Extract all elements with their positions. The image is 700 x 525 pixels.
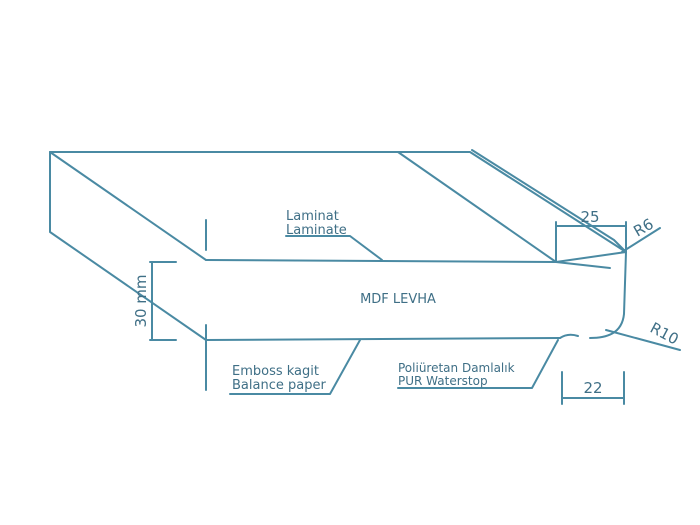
laminate-callout: Laminat Laminate xyxy=(285,209,383,261)
bottom-radius-leader xyxy=(605,329,681,351)
panel-top-edge xyxy=(205,259,557,263)
balance-paper-callout: Emboss kagit Balance paper xyxy=(229,339,361,395)
top-width-dimension: 25 xyxy=(555,208,627,263)
top-radius-callout: R6 xyxy=(621,215,661,253)
core-material-label: MDF LEVHA xyxy=(360,292,436,307)
panel-bottom-edge xyxy=(205,337,561,341)
top-face-inner-edge xyxy=(397,151,557,263)
pur-waterstop-leader xyxy=(397,339,559,389)
bottom-width-dimension: 22 xyxy=(561,371,625,405)
bottom-radius-callout: R10 xyxy=(605,319,682,351)
top-radius-value: R6 xyxy=(630,215,656,241)
bottom-radius-value: R10 xyxy=(647,319,682,349)
diagonal-top-left-edge xyxy=(49,151,207,261)
balance-paper-label-en: Balance paper xyxy=(232,378,326,393)
top-chamfer-line xyxy=(555,261,611,269)
balance-paper-leader xyxy=(229,339,361,395)
top-face-edge xyxy=(49,151,627,253)
laminate-leader xyxy=(285,235,383,261)
balance-paper-label-tr: Emboss kagit xyxy=(232,364,319,379)
thickness-value: 30 mm xyxy=(132,274,150,327)
pur-waterstop-label-tr: Poliüretan Damlalık xyxy=(398,361,515,375)
front-profile-edge xyxy=(555,251,627,339)
top-width-value: 25 xyxy=(580,208,599,226)
top-face-bevel-edge xyxy=(471,149,627,253)
laminate-label-tr: Laminat xyxy=(286,209,339,224)
pur-waterstop-lip xyxy=(559,333,579,339)
pur-waterstop-label-en: PUR Waterstop xyxy=(398,374,488,388)
pur-waterstop-callout: Poliüretan Damlalık PUR Waterstop xyxy=(397,339,559,389)
laminate-label-en: Laminate xyxy=(286,223,347,238)
top-radius-leader xyxy=(621,227,661,253)
worktop-outline xyxy=(49,149,627,391)
bottom-width-value: 22 xyxy=(583,379,602,397)
left-side-face xyxy=(49,151,207,341)
thickness-dimension: 30 mm xyxy=(132,261,177,341)
